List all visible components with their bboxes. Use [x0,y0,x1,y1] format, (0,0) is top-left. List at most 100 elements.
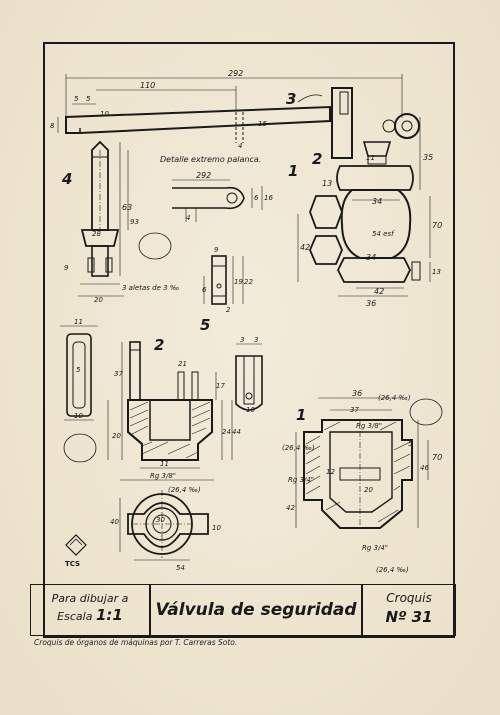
dim-36: 36 [366,299,376,308]
dim-15: 15 [258,120,267,128]
dim-16: 16 [264,194,273,202]
part-label-2b: 2 [154,336,164,354]
pin-part-5 [203,255,244,305]
dim-93: 93 [130,218,139,226]
dim-34: 34 [372,197,382,206]
note-264b: (26,4 ‰) [378,394,411,402]
stem-part-4 [78,140,172,297]
note-rg34: Rg 3/4" [288,476,314,484]
note-rg38b: Rg 3/8" [356,422,382,430]
note-rg34b: Rg 3/4" [362,544,388,552]
flange-top-view [119,490,209,561]
dim-20c: 20 [364,486,373,494]
lever-end-detail [172,179,263,222]
dim-110: 110 [140,81,155,90]
valve-body-section-part-1 [295,397,443,530]
dim-17: 17 [216,382,225,390]
part-labels: 1 2 3 4 5 2 1 [61,90,322,424]
dim-10d: 10 [212,524,221,532]
dim-2: 2 [226,306,231,314]
dim-10b: 10 [74,412,83,420]
dim-10: 10 [100,110,109,118]
dim-30: 30 [156,516,165,524]
cap-part-2-views [60,325,233,481]
dim-5c: 5 [76,366,81,374]
dim-37: 37 [114,370,123,378]
part-label-4: 4 [61,170,72,188]
title-scale-label: Escala [57,610,93,623]
footer-credit: Croquis de órganos de máquinas por T. Ca… [34,638,238,647]
dim-63: 63 [122,203,132,212]
dim-4b: 4 [186,214,190,222]
dim-37b: 37 [350,406,359,414]
title-left-line1: Para dibujar a [51,592,129,605]
dim-13b: 13 [432,268,441,276]
small-clevis-view [235,343,263,411]
detail-label: Detalle extremo palanca. [160,155,261,164]
dim-3b: 3 [254,336,258,344]
dim-36b: 36 [352,389,362,398]
note-264d: (26,4 ‰) [376,566,409,574]
title-left-line2: Escala 1:1 [31,607,149,625]
part-label-3: 3 [286,90,296,108]
title-right-line1: Croquis [386,591,432,605]
dim-20b: 20 [112,432,121,440]
dim-42b: 42 [374,287,384,296]
dim-70b: 70 [432,453,442,462]
dim-22: 22 [244,278,253,286]
dim-8: 8 [50,122,55,130]
dim-6: 6 [254,194,259,202]
drawing-title: Válvula de seguridad [155,600,357,620]
dim-42a: 42 [300,243,310,252]
dim-24: 24 [222,428,231,436]
dim-44: 44 [232,428,241,436]
dim-11b: 11 [74,318,83,326]
dim-40: 40 [110,518,119,526]
dim-11c: 11 [160,460,169,468]
logo-text: TCS [65,560,80,568]
dim-42c: 42 [286,504,295,512]
dim-70: 70 [432,221,442,230]
tcs-logo [65,534,87,556]
dim-35: 35 [423,153,433,162]
title-block-center: Válvula de seguridad [150,584,362,636]
dim-19: 19 [234,278,243,286]
note-54esf: 54 esf [372,230,395,238]
dim-6b: 6 [202,286,207,294]
part-label-1a: 1 [288,162,298,180]
dim-10c: 10 [246,406,255,414]
dim-34b: 34 [366,253,376,262]
note-264a: (26,4 ‰) [168,486,201,494]
drawing-frame [43,42,455,638]
dim-3a: 3 [240,336,244,344]
dimension-labels: 292 110 5 5 8 10 15 4 35 13 11 34 70 42 … [50,69,442,574]
valve-body-upper-part-1 [297,141,431,297]
dim-54b: 54 [176,564,185,572]
dim-21: 21 [178,360,187,368]
dim-5a: 5 [74,95,79,103]
dim-4: 4 [238,142,242,150]
dim-20: 20 [94,296,103,304]
dim-46: 46 [420,464,429,472]
title-scale-value: 1:1 [95,606,123,624]
part-label-5: 5 [200,316,210,334]
dim-5b: 5 [86,95,91,103]
dim-292: 292 [228,69,243,78]
note-aletas: 3 aletas de 3 ‰ [122,284,179,292]
dim-5d: 5 [408,440,413,448]
title-right-line2: Nº 31 [385,608,433,626]
dim-9b: 9 [64,264,69,272]
part-label-1b: 1 [296,406,306,424]
part-label-2a: 2 [312,150,322,168]
lever-part-3 [57,74,421,190]
dim-9: 9 [214,246,219,254]
dim-12a: 12 [326,468,335,476]
title-block-left: Para dibujar a Escala 1:1 [30,584,150,636]
note-rg38: Rg 3/8" [150,472,176,480]
dim-11: 11 [366,154,375,162]
dim-13: 13 [322,179,332,188]
title-block-right: Croquis Nº 31 [362,584,456,636]
note-264c: (26,4 ‰) [282,444,315,452]
dim-28: 28 [92,230,101,238]
